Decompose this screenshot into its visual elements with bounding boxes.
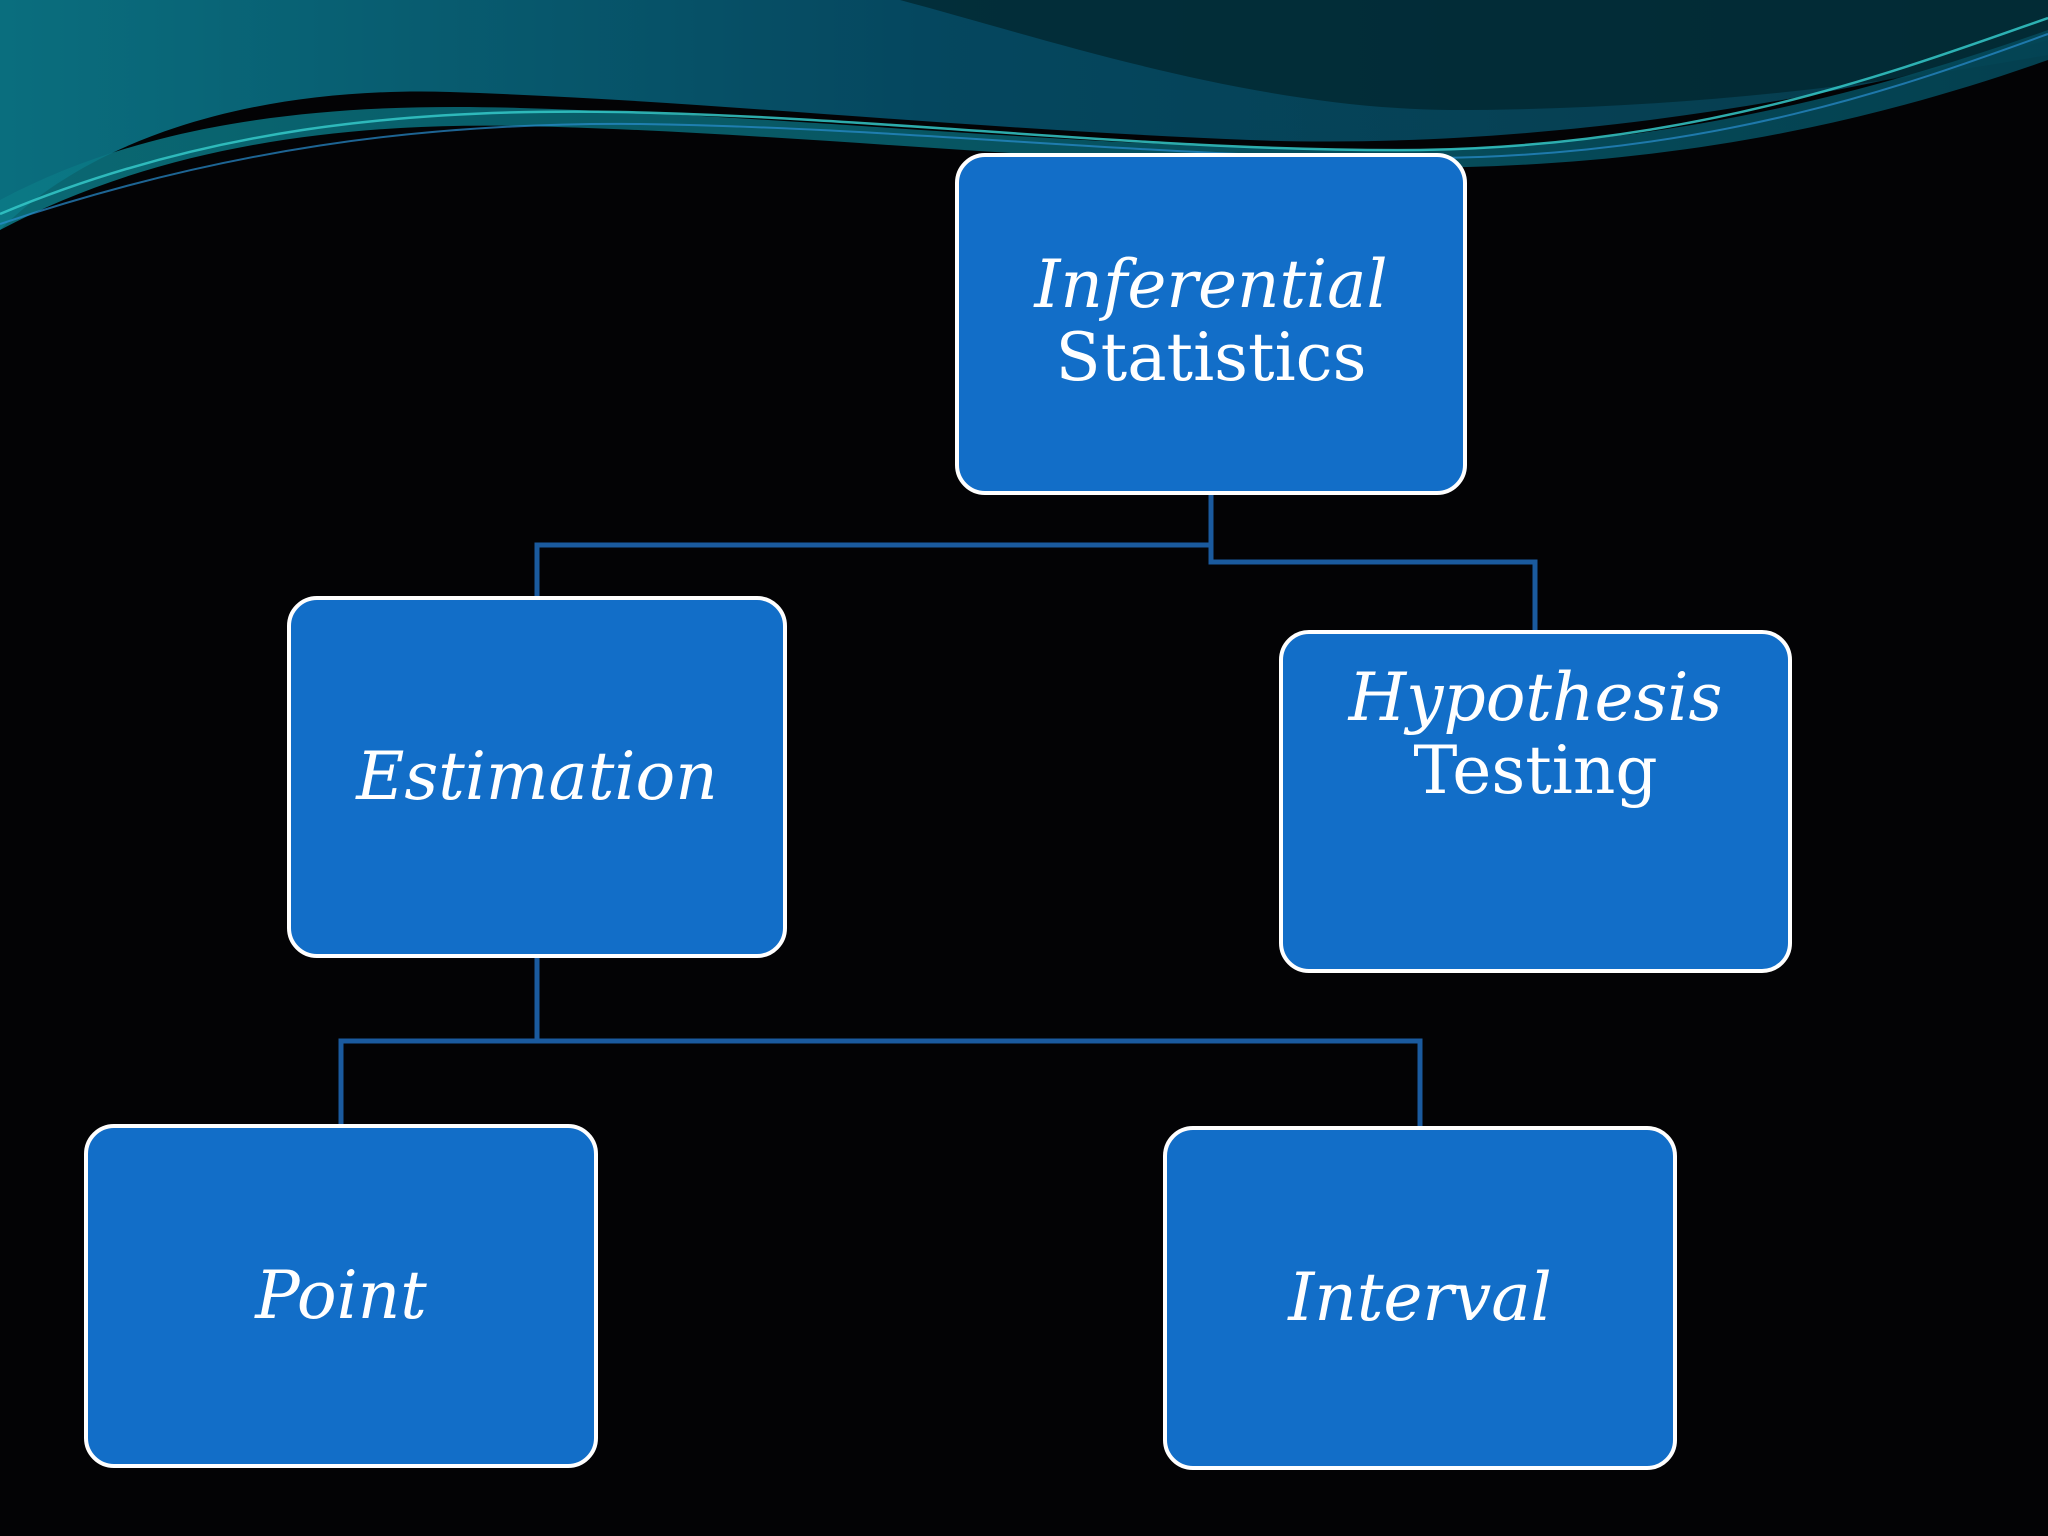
node-estimation: Estimation — [287, 596, 787, 958]
node-root-line1: Inferential — [1034, 246, 1388, 324]
node-interval: Interval — [1163, 1126, 1677, 1470]
node-point: Point — [84, 1124, 598, 1468]
node-interval-label: Interval — [1288, 1258, 1552, 1336]
node-inferential-statistics: Inferential Statistics — [955, 153, 1467, 495]
wave-highlight-line-2 — [0, 33, 2048, 225]
connector-root-hypothesis — [1208, 495, 1538, 630]
node-hypothesis-line2: Testing — [1413, 731, 1658, 809]
connector-root-estimation — [534, 495, 1214, 596]
node-estimation-label: Estimation — [356, 737, 718, 815]
node-hypothesis-line1: Hypothesis — [1348, 659, 1723, 736]
node-point-label: Point — [255, 1256, 427, 1334]
connectors — [338, 495, 1538, 1126]
connector-estimation-interval — [537, 1038, 1423, 1126]
connector-estimation-point — [338, 958, 540, 1124]
wave-highlight-line — [0, 16, 2048, 216]
top-wave-dark-sweep — [900, 0, 2048, 110]
node-hypothesis-testing: Hypothesis Testing — [1279, 630, 1792, 973]
node-root-line2: Statistics — [1055, 319, 1367, 396]
